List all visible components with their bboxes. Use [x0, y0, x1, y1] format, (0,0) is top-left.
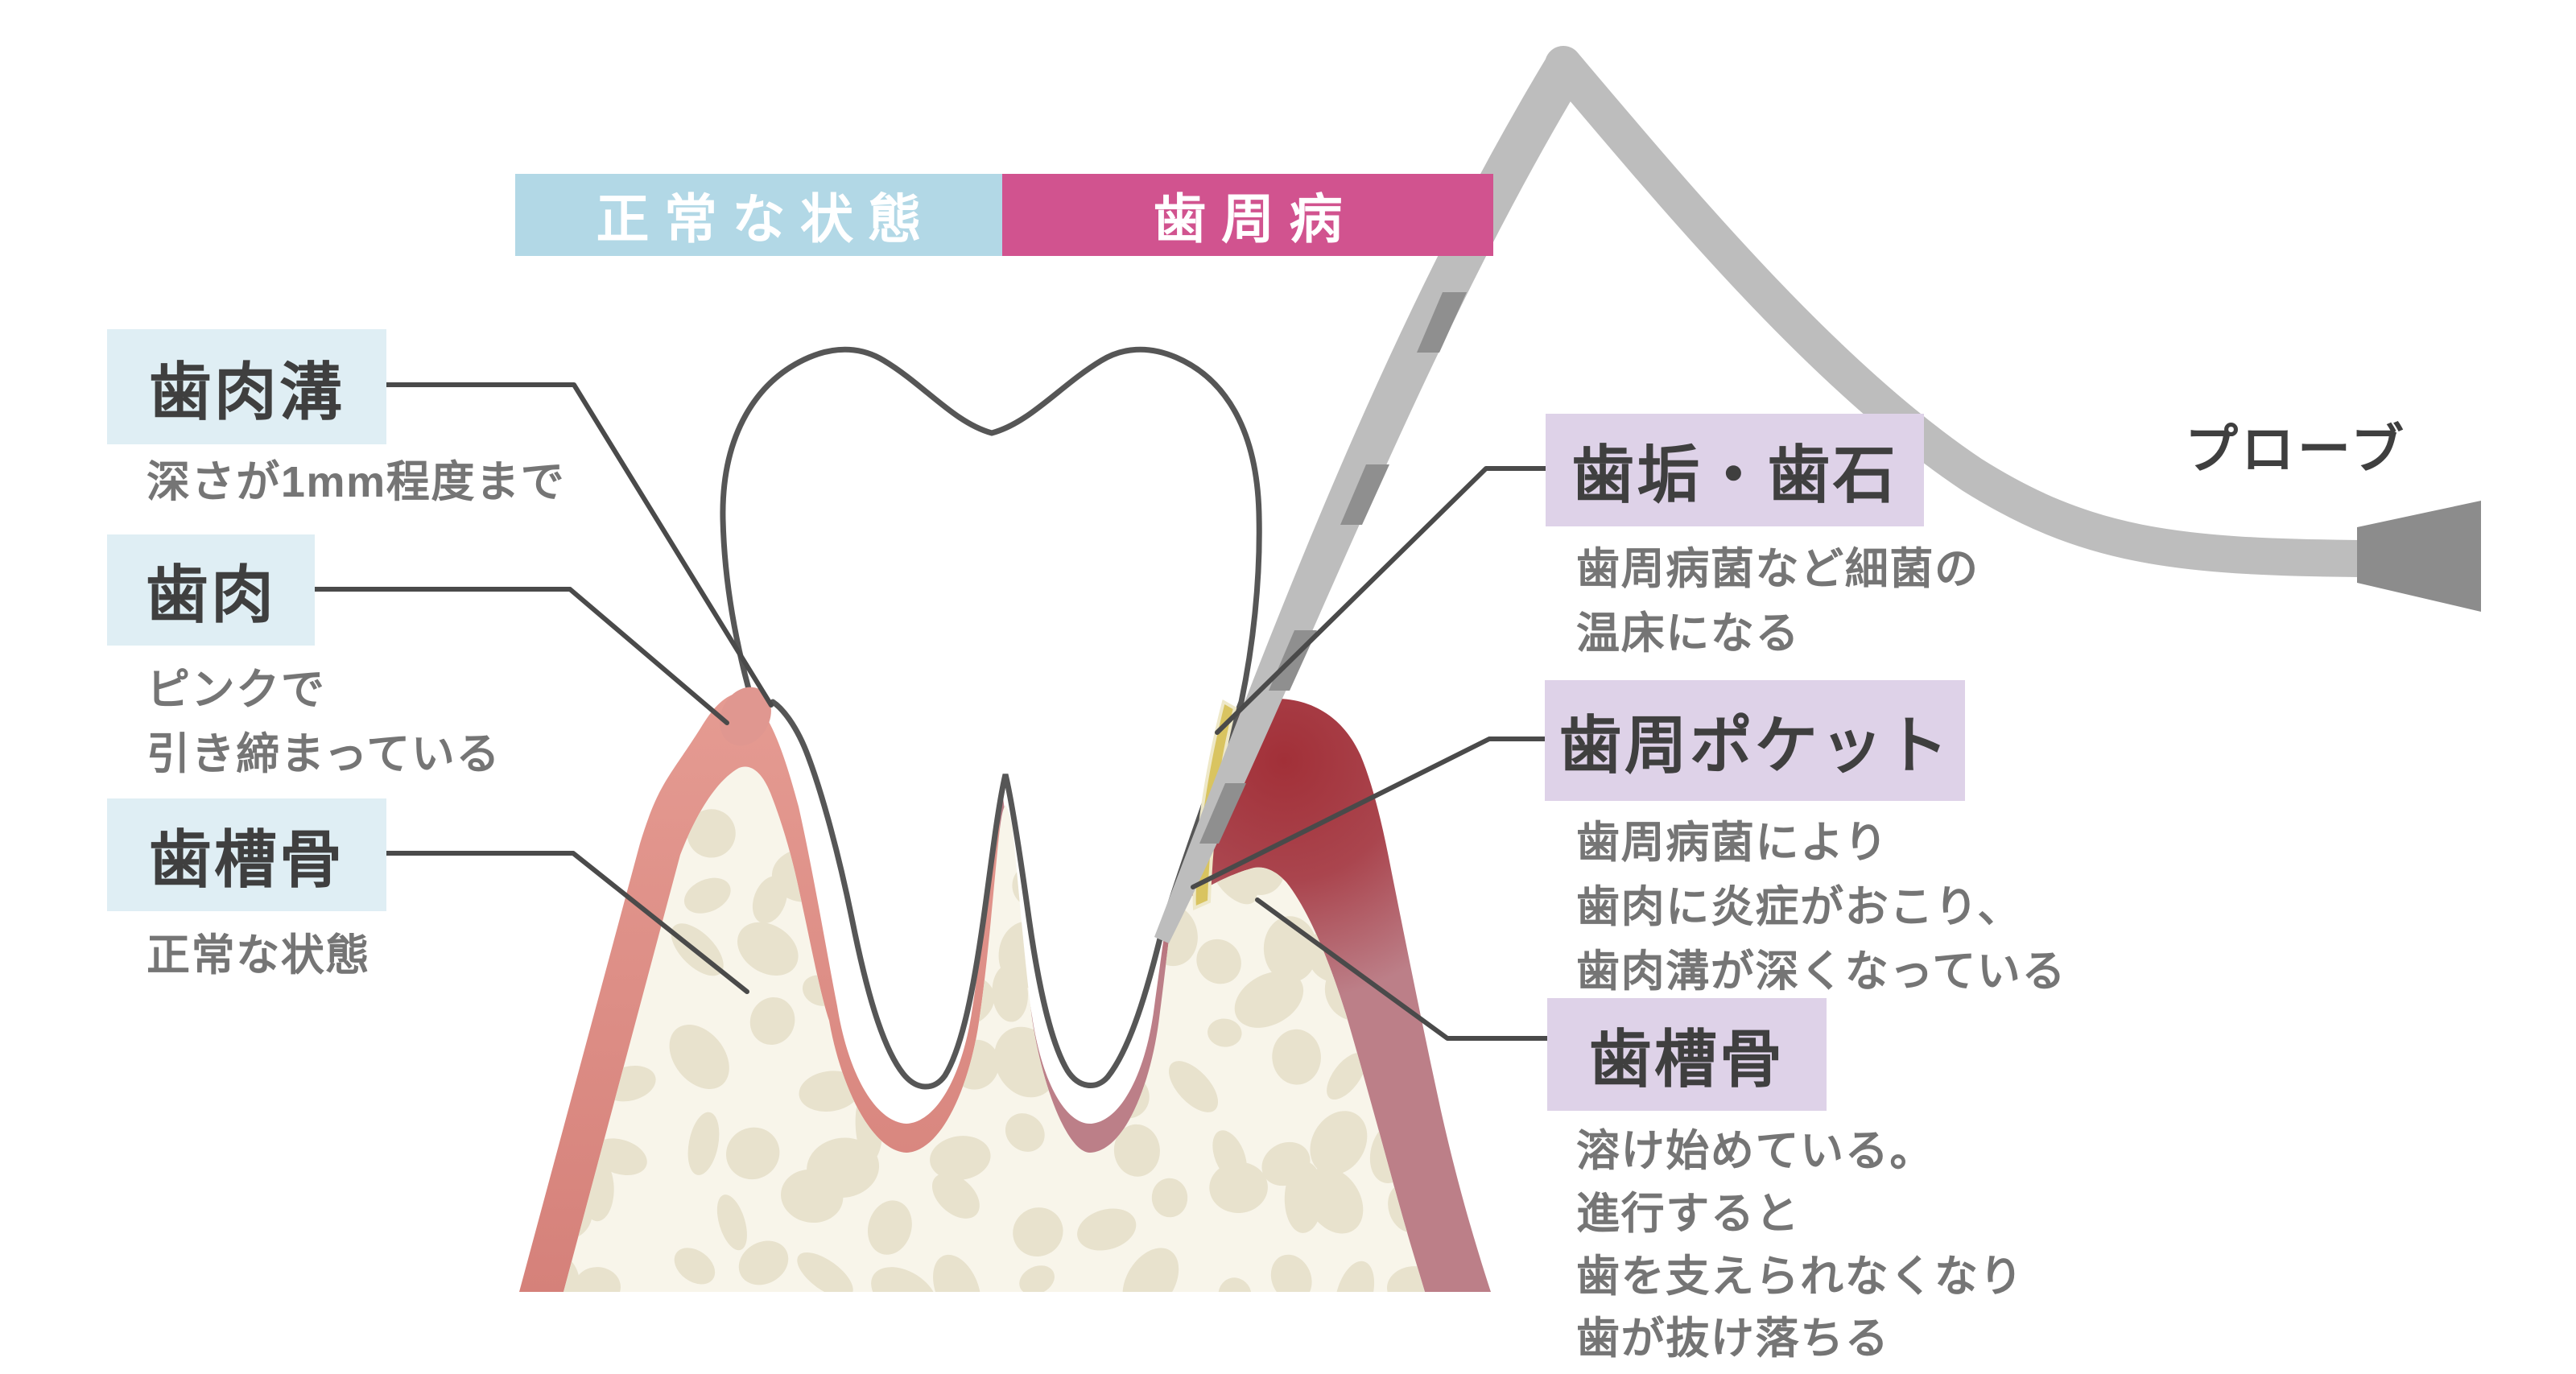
- probe-handle: [2357, 501, 2481, 612]
- label-periodontal-pocket: 歯周ポケット: [1545, 680, 1965, 801]
- desc-line: ピンクで: [147, 666, 326, 714]
- desc-line: 温床になる: [1576, 609, 1801, 658]
- desc-gingival-sulcus: 深さが1mm程度まで: [147, 451, 565, 515]
- desc-line: 歯肉溝が深くなっている: [1576, 947, 2067, 996]
- desc-periodontal-pocket: 歯周病菌により 歯肉に炎症がおこり、 歯肉溝が深くなっている: [1576, 811, 2066, 1005]
- label-bone-right: 歯槽骨: [1547, 998, 1827, 1111]
- desc-line: 歯を支えられなくなり: [1576, 1252, 2025, 1301]
- desc-line: 歯周病菌など細菌の: [1576, 545, 1979, 593]
- desc-bone-left: 正常な状態: [147, 924, 370, 988]
- probe-shaft: [1545, 46, 2379, 577]
- leader-bone-left: [384, 851, 749, 994]
- desc-line: 深さが1mm程度まで: [147, 458, 566, 506]
- desc-line: 歯周病菌により: [1576, 819, 1889, 867]
- gum-margin-cap: [720, 687, 771, 746]
- leader-plaque: [1215, 466, 1548, 735]
- label-gingival-sulcus: 歯肉溝: [107, 329, 386, 444]
- leader-gingival-sulcus: [384, 382, 774, 708]
- desc-plaque-calculus: 歯周病菌など細菌の 温床になる: [1576, 538, 1979, 666]
- desc-gingiva: ピンクで 引き締まっている: [147, 658, 501, 787]
- probe-label: プローブ: [2185, 419, 2407, 479]
- label-plaque-calculus: 歯垢・歯石: [1546, 414, 1924, 526]
- desc-bone-right: 溶け始めている。 進行すると 歯を支えられなくなり 歯が抜け落ちる: [1576, 1120, 2024, 1371]
- leader-pocket: [1191, 737, 1547, 889]
- banner-normal-state: 正常な状態: [515, 174, 1002, 256]
- desc-line: 歯が抜け落ちる: [1576, 1314, 1890, 1364]
- desc-line: 歯肉に炎症がおこり、: [1576, 882, 2023, 931]
- label-gingiva: 歯肉: [107, 534, 315, 646]
- leader-bone-right: [1255, 897, 1550, 1041]
- desc-line: 溶け始めている。: [1576, 1127, 1934, 1175]
- leader-gingiva: [312, 587, 729, 725]
- tooth: [722, 349, 1260, 1087]
- desc-line: 進行すると: [1576, 1189, 1801, 1238]
- banner-periodontal-disease: 歯周病: [1002, 174, 1493, 256]
- label-bone-left: 歯槽骨: [107, 798, 386, 911]
- desc-line: 引き締まっている: [147, 729, 502, 778]
- desc-line: 正常な状態: [147, 931, 371, 980]
